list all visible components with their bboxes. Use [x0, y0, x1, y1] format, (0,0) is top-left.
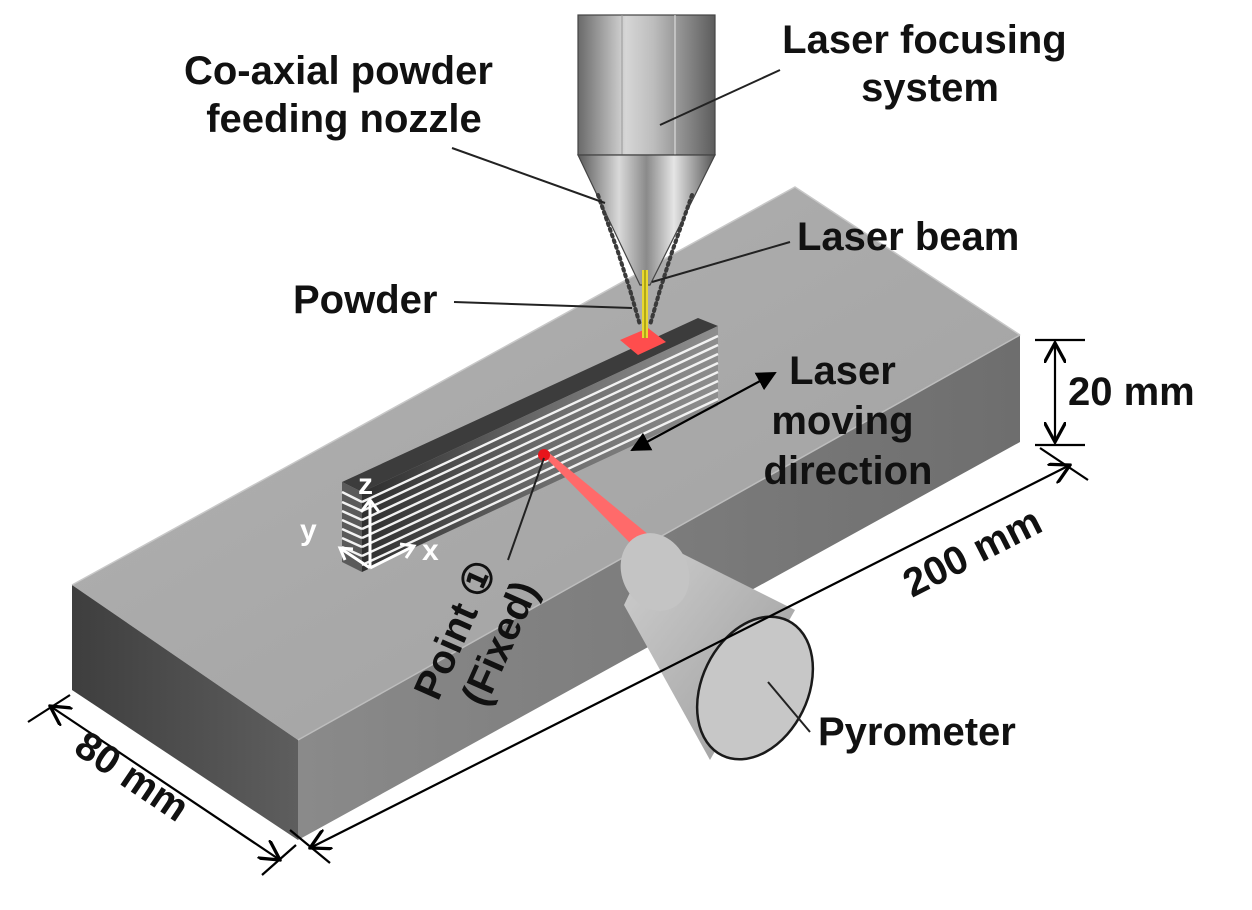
powder-stream-right — [648, 193, 694, 327]
laser-focusing-cylinder — [577, 14, 716, 156]
length-dimension — [289, 447, 1089, 864]
powder-leader — [453, 301, 633, 309]
width-dimension — [27, 694, 297, 876]
laser-focusing-label-line2: system — [861, 66, 999, 110]
laser-focusing-leader — [659, 69, 781, 126]
laser-beam-leader — [651, 241, 791, 283]
nozzle-label: Co-axial powder feeding nozzle — [184, 49, 504, 141]
laser-head — [577, 14, 716, 338]
laser-direction-arrow — [630, 372, 777, 451]
nozzle-leader — [451, 147, 606, 204]
axis-y-label: y — [300, 514, 317, 547]
height-dimension — [1035, 338, 1085, 447]
laser-beam-label: Laser beam — [797, 215, 1019, 259]
pyrometer-label: Pyrometer — [818, 710, 1016, 754]
nozzle-label-line2: feeding nozzle — [206, 97, 482, 141]
axis-z-label: z — [358, 468, 373, 501]
point-1-marker — [538, 449, 550, 461]
nozzle-label-line1: Co-axial powder — [184, 49, 493, 93]
height-dimension-label: 20 mm — [1068, 370, 1195, 414]
laser-moving-label-line3: direction — [764, 449, 933, 493]
laser-moving-label-line1: Laser — [789, 349, 896, 393]
nozzle-cone — [577, 154, 716, 286]
axis-x-label: x — [422, 534, 439, 567]
powder-label: Powder — [293, 278, 437, 322]
laser-focusing-label-line1: Laser focusing — [782, 18, 1067, 62]
powder-stream-left — [596, 193, 642, 327]
wall-top — [342, 318, 718, 492]
melt-pool — [620, 328, 666, 355]
laser-moving-label: Laser moving direction — [764, 349, 933, 493]
laser-moving-label-line2: moving — [771, 399, 913, 443]
laser-focusing-label: Laser focusing system — [782, 18, 1078, 110]
